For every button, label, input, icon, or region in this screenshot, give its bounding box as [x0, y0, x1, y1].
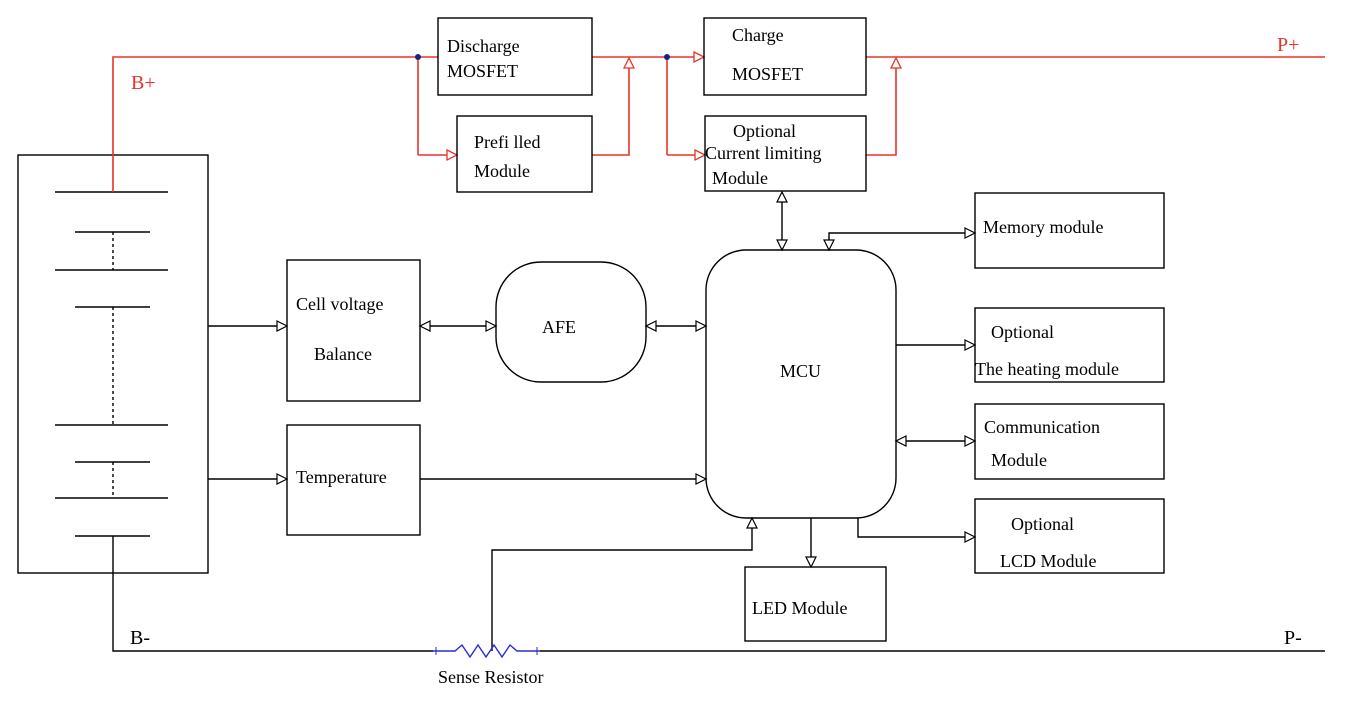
prefill-input-arrow	[446, 148, 459, 162]
discharge-label-2: MOSFET	[447, 61, 518, 81]
current-limit-return-arrow	[889, 56, 903, 69]
current-limit-label-1: Optional	[733, 121, 796, 141]
charge-mosfet: Charge MOSFET	[703, 17, 867, 96]
current-limit-input-arrow	[694, 148, 707, 162]
communication-label-1: Communication	[984, 417, 1100, 437]
current-limit-label-2: Current limiting	[705, 143, 822, 163]
prefilled-label-1: Prefi lled	[474, 132, 540, 152]
sense-resistor	[433, 643, 540, 659]
battery-cells	[55, 191, 168, 537]
current-limit-return-wire	[866, 68, 897, 156]
cell-voltage-label-1: Cell voltage	[296, 294, 383, 314]
lcd-label-2: LCD Module	[1000, 551, 1097, 571]
current-limiting-module: Optional Current limiting Module	[704, 115, 867, 192]
heating-module: Optional The heating module	[974, 307, 1165, 383]
balance-input-arrow	[276, 320, 289, 332]
memory-label: Memory module	[983, 217, 1103, 237]
sense-input-arrow	[746, 516, 758, 529]
lcd-module: Optional LCD Module	[974, 498, 1165, 574]
communication-module: Communication Module	[974, 403, 1165, 480]
temperature-block: Temperature	[286, 424, 421, 536]
heating-label-1: Optional	[991, 322, 1054, 342]
battery-pack	[17, 154, 209, 574]
b-plus-wire	[112, 56, 438, 192]
b-plus-label: B+	[131, 72, 156, 94]
sense-to-mcu-wire	[491, 528, 753, 651]
lcd-label-1: Optional	[1011, 514, 1074, 534]
afe-label: AFE	[542, 317, 576, 337]
temperature-input-arrow	[276, 473, 289, 485]
cell-voltage-balance: Cell voltage Balance	[286, 259, 421, 402]
communication-label-2: Module	[991, 450, 1047, 470]
prefilled-module: Prefi lled Module	[456, 115, 593, 193]
b-minus-label: B-	[130, 627, 150, 649]
cell-voltage-label-2: Balance	[314, 344, 372, 364]
charge-input-arrow	[693, 50, 706, 64]
mcu-block: MCU	[705, 249, 897, 519]
p-plus-label: P+	[1277, 34, 1299, 56]
current-limit-label-3: Module	[712, 168, 768, 188]
junction-dot	[415, 54, 421, 60]
led-module: LED Module	[744, 566, 887, 642]
heating-label-2: The heating module	[975, 359, 1119, 379]
discharge-label-1: Discharge	[447, 36, 520, 56]
charge-label-1: Charge	[732, 25, 784, 45]
prefill-return-arrow	[622, 56, 636, 69]
memory-module: Memory module	[974, 192, 1165, 269]
junction-dot	[664, 54, 670, 60]
p-minus-label: P-	[1284, 627, 1302, 649]
mcu-memory-wire	[828, 232, 965, 240]
prefill-return-wire	[592, 68, 630, 156]
discharge-mosfet: Discharge MOSFET	[437, 17, 593, 96]
temperature-label: Temperature	[296, 467, 387, 487]
sense-resistor-label: Sense Resistor	[438, 667, 544, 687]
led-label: LED Module	[752, 598, 847, 618]
resistor-zigzag	[433, 643, 540, 659]
mcu-lcd-wire	[857, 518, 965, 538]
b-minus-wire	[112, 536, 433, 652]
charge-label-2: MOSFET	[732, 64, 803, 84]
signal-wiring	[112, 190, 1325, 652]
power-path	[112, 50, 1325, 192]
prefilled-label-2: Module	[474, 161, 530, 181]
afe-block: AFE	[495, 261, 647, 383]
mcu-label: MCU	[780, 361, 821, 381]
